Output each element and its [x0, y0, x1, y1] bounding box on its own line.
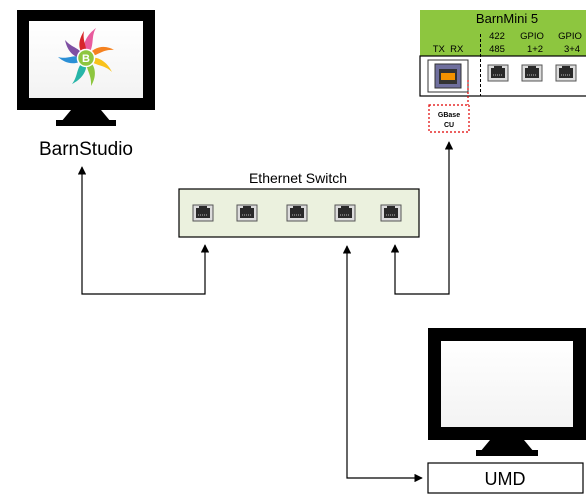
switch-port-4: [334, 204, 356, 222]
link-switch-to-umd: [342, 245, 423, 483]
umd-label: UMD: [485, 469, 526, 489]
link-switch-to-barnstudio: [77, 166, 210, 295]
barnmini-col-gpio34-sub: 3+4: [564, 44, 580, 55]
switch-port-1: [192, 204, 214, 222]
switch-port-2: [236, 204, 258, 222]
barnstudio-logo: [58, 28, 114, 86]
switch-port-3: [286, 204, 308, 222]
barnmini-title: BarnMini 5: [476, 11, 538, 26]
barnmini-port-gpio-34: [555, 64, 577, 82]
umd-monitor: [428, 328, 586, 456]
barnmini-port-422: [487, 64, 509, 82]
barnmini-col-485-label: 485: [489, 44, 505, 55]
gbase-label-line1: GBase: [438, 112, 460, 119]
barnmini-col-gpio12-label: GPIO: [520, 31, 544, 42]
barnmini-col-gpio12-sub: 1+2: [527, 44, 543, 55]
barnmini-col-gpio34-label: GPIO: [558, 31, 582, 42]
barnmini-col-422-label: 422: [489, 31, 505, 42]
switch-port-5: [380, 204, 402, 222]
barnstudio-label: BarnStudio: [39, 139, 133, 160]
barnmini-port-gpio-12: [521, 64, 543, 82]
barnstudio-logo-letter: B: [82, 53, 90, 65]
umd-box: [427, 462, 584, 494]
gbase-label-line2: CU: [444, 122, 454, 129]
barnmini-col-txrx-label: TX RX: [433, 44, 464, 55]
barnmini-device: [419, 10, 586, 97]
gbase-box: [428, 104, 470, 133]
switch-title: Ethernet Switch: [249, 170, 347, 186]
